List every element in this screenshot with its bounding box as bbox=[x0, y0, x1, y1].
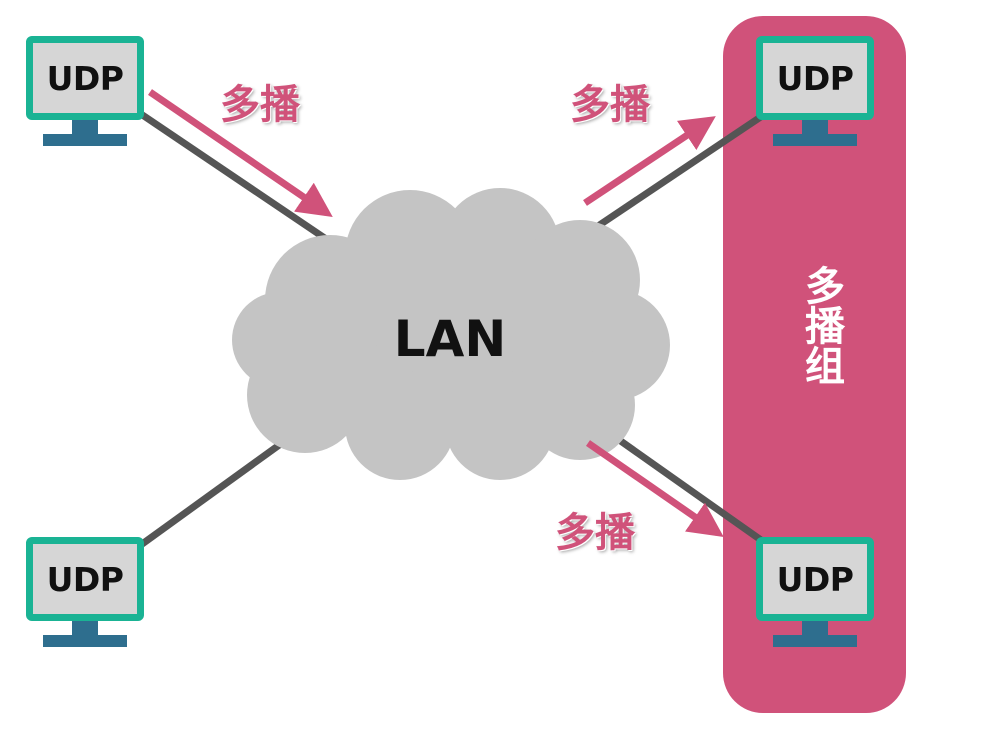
computer-label: UDP bbox=[776, 58, 854, 98]
monitor-base bbox=[43, 635, 127, 647]
computer-label: UDP bbox=[46, 559, 124, 599]
monitor-stand bbox=[72, 120, 98, 134]
monitor-stand bbox=[802, 621, 828, 635]
monitor-icon: UDP bbox=[26, 36, 144, 120]
monitor-base bbox=[773, 635, 857, 647]
monitor-base bbox=[43, 134, 127, 146]
link-lan-bottom-member bbox=[595, 422, 771, 548]
computer-group-member-bottom: UDP bbox=[756, 537, 874, 657]
computer-sender: UDP bbox=[26, 36, 144, 156]
multicast-group-label: 多播组 bbox=[798, 265, 844, 385]
computer-group-member-top: UDP bbox=[756, 36, 874, 156]
link-sender-lan bbox=[136, 109, 337, 248]
monitor-stand bbox=[72, 621, 98, 635]
monitor-icon: UDP bbox=[756, 537, 874, 621]
monitor-stand bbox=[802, 120, 828, 134]
arrow-label-sender: 多播 bbox=[220, 82, 300, 128]
monitor-base bbox=[773, 134, 857, 146]
arrow-sender-to-lan bbox=[148, 89, 333, 217]
arrow-label-top-member: 多播 bbox=[570, 82, 650, 128]
monitor-icon: UDP bbox=[756, 36, 874, 120]
arrow-lan-to-bottom-member bbox=[586, 440, 724, 537]
arrow-lan-to-top-member bbox=[583, 116, 716, 206]
computer-label: UDP bbox=[776, 559, 854, 599]
cloud-icon bbox=[232, 188, 670, 480]
arrow-label-bottom-member: 多播 bbox=[555, 510, 635, 556]
lan-label: LAN bbox=[393, 310, 507, 368]
computer-bottom-left: UDP bbox=[26, 537, 144, 657]
link-lan-bottom-left bbox=[135, 427, 303, 550]
computer-label: UDP bbox=[46, 58, 124, 98]
monitor-icon: UDP bbox=[26, 537, 144, 621]
link-lan-top-member bbox=[593, 109, 770, 231]
